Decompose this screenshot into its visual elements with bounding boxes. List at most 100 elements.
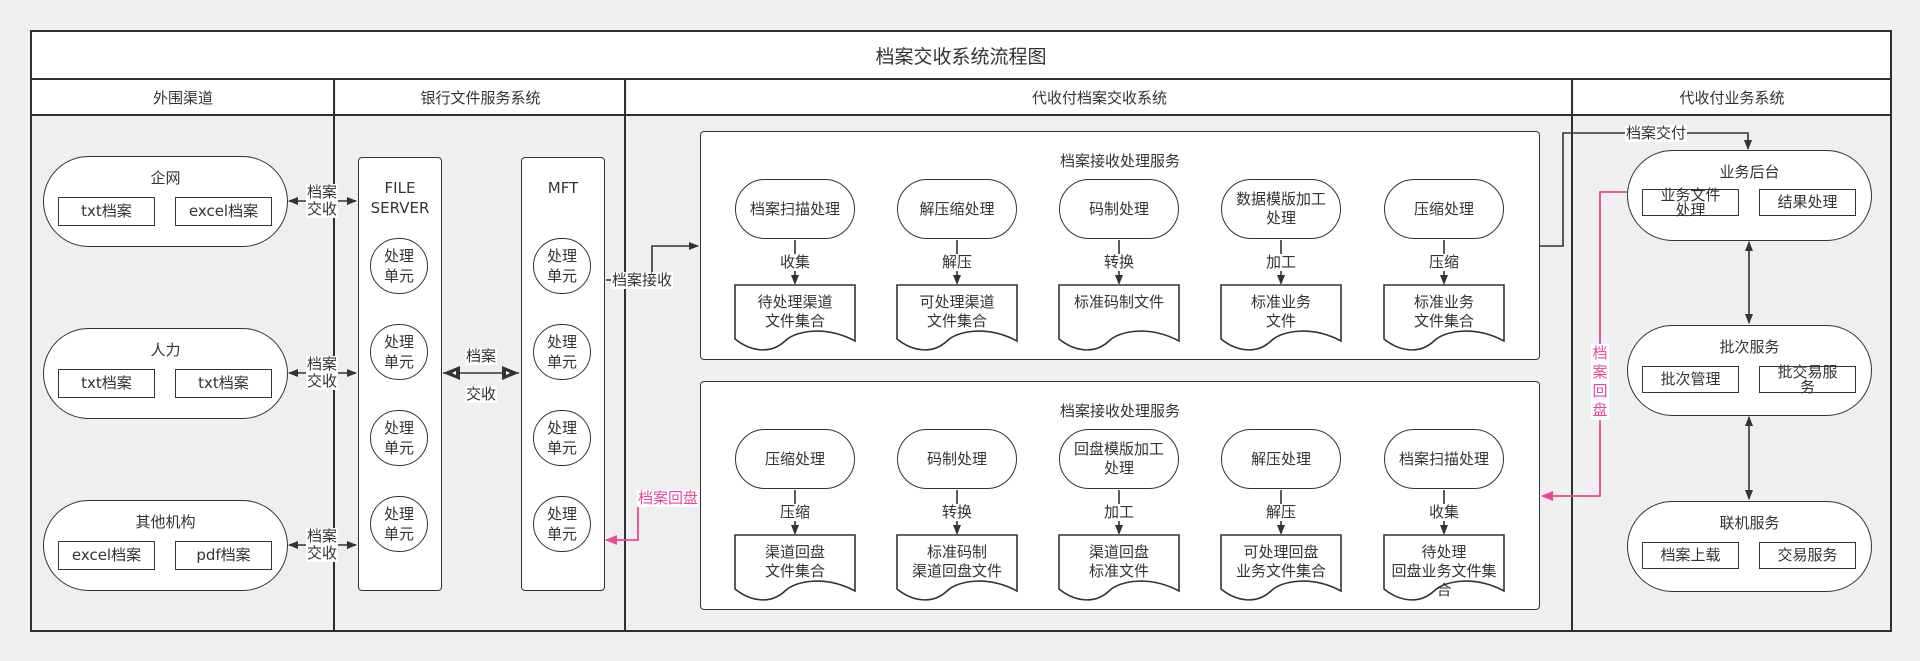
step-action-label: 加工 [1265, 253, 1297, 271]
business-item-box: 批次管理 [1642, 366, 1739, 393]
output-label: 待处理 回盘业务文件集 合 [1391, 543, 1497, 599]
channel-name: 人力 [150, 341, 181, 359]
step-action-label: 收集 [1428, 503, 1460, 521]
mft-title: MFT [547, 179, 579, 197]
output-label: 可处理回盘 业务文件集合 [1235, 543, 1326, 580]
deliver-label: 档案交付 [1625, 124, 1688, 142]
mft-node[interactable]: MFT 处理 单元 处理 单元 处理 单元 处理 单元 [521, 157, 605, 591]
process-node[interactable]: 档案扫描处理 [735, 179, 855, 239]
unit-label: 处理 单元 [546, 419, 577, 457]
output-label: 标准业务 文件 [1250, 293, 1311, 330]
service-title: 档案接收处理服务 [1059, 152, 1180, 170]
process-label: 数据模版加工 处理 [1235, 190, 1326, 227]
batch-service-node[interactable]: 批次服务 批次管理 批交易服 务 [1627, 325, 1872, 416]
unit-label: 处理 单元 [383, 505, 414, 543]
output-label: 标准码制 渠道回盘文件 [911, 543, 1002, 580]
channel-node-renli[interactable]: 人力 txt档案 txt档案 [43, 328, 288, 419]
label-line: 档案 [307, 183, 338, 201]
lane-title: 代收付档案交收系统 [1031, 88, 1167, 107]
output-document[interactable]: 待处理渠道 文件集合 [735, 285, 855, 347]
processing-unit[interactable]: 处理 单元 [533, 238, 591, 294]
output-document[interactable]: 标准码制文件 [1059, 285, 1179, 347]
item-label: 结果处理 [1777, 193, 1838, 211]
return-label-mft: 档案回盘 [637, 489, 700, 507]
processing-unit[interactable]: 处理 单元 [533, 410, 591, 466]
process-node[interactable]: 码制处理 [897, 429, 1017, 489]
label-line: 交收 [307, 544, 338, 562]
process-node[interactable]: 码制处理 [1059, 179, 1179, 239]
business-node-title: 批次服务 [1719, 338, 1780, 356]
processing-unit[interactable]: 处理 单元 [370, 496, 428, 552]
output-document[interactable]: 可处理回盘 业务文件集合 [1221, 535, 1341, 597]
channel-node-other[interactable]: 其他机构 excel档案 pdf档案 [43, 500, 288, 591]
lane-title: 银行文件服务系统 [420, 88, 541, 107]
process-node[interactable]: 解压处理 [1221, 429, 1341, 489]
title-line: SERVER [370, 199, 430, 217]
process-label: 码制处理 [1088, 199, 1149, 218]
step-action-label: 压缩 [779, 503, 811, 521]
process-node[interactable]: 压缩处理 [735, 429, 855, 489]
lane-title: 代收付业务系统 [1679, 88, 1785, 107]
file-type-box: excel档案 [58, 541, 155, 570]
business-node-title: 业务后台 [1719, 163, 1780, 181]
item-label: 档案上载 [1660, 546, 1721, 564]
output-document[interactable]: 标准业务 文件 [1221, 285, 1341, 347]
step-action-label: 收集 [779, 253, 811, 271]
file-type-box: txt档案 [58, 369, 155, 398]
step-action-label: 解压 [1265, 503, 1297, 521]
label-line: 交收 [307, 372, 338, 390]
diagram-title-text: 档案交收系统流程图 [875, 45, 1047, 68]
output-document[interactable]: 标准码制 渠道回盘文件 [897, 535, 1017, 597]
process-node[interactable]: 解压缩处理 [897, 179, 1017, 239]
channel-node-qiwang[interactable]: 企网 txt档案 excel档案 [43, 156, 288, 247]
unit-label: 处理 单元 [383, 247, 414, 285]
output-label: 可处理渠道 文件集合 [919, 293, 995, 330]
exchange-label: 档案交收 [306, 356, 338, 390]
item-label: 交易服务 [1777, 546, 1838, 564]
output-document[interactable]: 可处理渠道 文件集合 [897, 285, 1017, 347]
step-action-label: 解压 [941, 253, 973, 271]
unit-label: 处理 单元 [546, 247, 577, 285]
process-label: 回盘模版加工 处理 [1073, 440, 1164, 477]
lane-divider [333, 78, 335, 632]
business-backend-node[interactable]: 业务后台 业务文件 处理 结果处理 [1627, 150, 1872, 241]
business-item-box: 交易服务 [1759, 542, 1856, 569]
step-action-label: 转换 [1103, 253, 1135, 271]
unit-label: 处理 单元 [546, 505, 577, 543]
processing-unit[interactable]: 处理 单元 [370, 238, 428, 294]
file-type-box: pdf档案 [175, 541, 272, 570]
label-line: 档案 [307, 527, 338, 545]
return-label-vertical: 档 案 回 盘 [1591, 344, 1609, 420]
processing-unit[interactable]: 处理 单元 [370, 410, 428, 466]
processing-unit[interactable]: 处理 单元 [370, 324, 428, 380]
processing-unit[interactable]: 处理 单元 [533, 496, 591, 552]
unit-label: 处理 单元 [383, 333, 414, 371]
unit-label: 处理 单元 [546, 333, 577, 371]
process-label: 档案扫描处理 [749, 199, 840, 218]
lane-header-bank-file: 银行文件服务系统 [336, 80, 625, 114]
receive-label: 档案接收 [611, 271, 674, 289]
process-node[interactable]: 压缩处理 [1384, 179, 1504, 239]
process-node[interactable]: 档案扫描处理 [1384, 429, 1504, 489]
online-service-node[interactable]: 联机服务 档案上载 交易服务 [1627, 501, 1872, 592]
lane-header-channels: 外围渠道 [32, 80, 334, 114]
label-line: 交收 [307, 200, 338, 218]
process-node[interactable]: 回盘模版加工 处理 [1059, 429, 1179, 489]
output-document[interactable]: 标准业务 文件集合 [1384, 285, 1504, 347]
processing-unit[interactable]: 处理 单元 [533, 324, 591, 380]
output-document[interactable]: 渠道回盘 标准文件 [1059, 535, 1179, 597]
unit-label: 处理 单元 [383, 419, 414, 457]
lane-header-archive-system: 代收付档案交收系统 [627, 80, 1572, 114]
output-document[interactable]: 待处理 回盘业务文件集 合 [1384, 535, 1504, 599]
process-label: 解压缩处理 [919, 199, 995, 218]
business-node-title: 联机服务 [1719, 514, 1780, 532]
file-type-box: txt档案 [58, 197, 155, 226]
lane-header-business: 代收付业务系统 [1574, 80, 1890, 114]
diagram-frame [30, 30, 1892, 632]
output-document[interactable]: 渠道回盘 文件集合 [735, 535, 855, 597]
fs-mft-label-bottom: 交收 [465, 385, 497, 403]
process-node[interactable]: 数据模版加工 处理 [1221, 179, 1341, 239]
title-divider [30, 78, 1892, 80]
process-label: 解压处理 [1250, 449, 1311, 468]
